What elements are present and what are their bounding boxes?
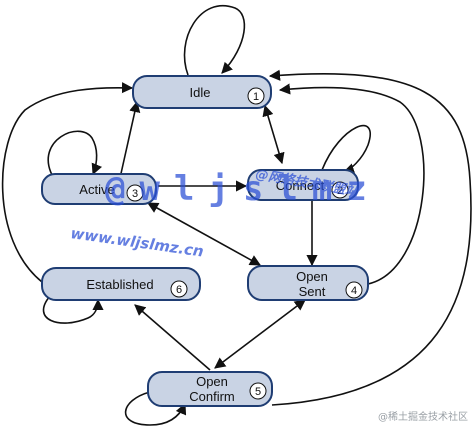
state-open-sent-box: [247, 265, 369, 301]
edge-established-to-idle: [1, 82, 134, 283]
state-connect: Connect 2: [247, 169, 359, 201]
state-established-box: [41, 267, 201, 301]
watermark-big: @wljslmz: [105, 169, 381, 209]
edge-opensent-to-idle: [278, 83, 425, 285]
state-active-number: 3: [132, 188, 138, 200]
edge-active-opensent: [147, 202, 261, 266]
edge-active-to-idle: [119, 100, 141, 179]
state-idle-number-circle: [247, 87, 265, 105]
state-connect-number-circle: [331, 181, 349, 199]
state-idle-label: Idle: [190, 85, 211, 100]
state-active-label: Active: [79, 182, 114, 197]
state-open-confirm-label-line2: Confirm: [189, 389, 235, 404]
watermark-corner: @稀土掘金技术社区: [378, 410, 468, 423]
state-established-number-circle: [170, 280, 188, 298]
state-connect-number: 2: [337, 185, 343, 197]
state-idle: Idle 1: [132, 75, 272, 109]
state-open-sent-number: 4: [351, 285, 357, 297]
state-established-number: 6: [176, 284, 182, 296]
state-open-confirm-number: 5: [255, 386, 261, 398]
state-active-number-circle: [126, 184, 144, 202]
state-open-confirm-number-circle: [249, 382, 267, 400]
state-open-sent-label-line1: Open: [296, 269, 328, 284]
state-active: Active 3: [41, 173, 157, 205]
edge-opensent-openconfirm: [214, 299, 306, 369]
edge-openconfirm-to-established: [134, 304, 211, 371]
watermarks: @wljslmz www.wljslmz.cn @网络技术联盟站: [69, 166, 381, 260]
state-connect-box: [247, 169, 359, 201]
state-open-sent-number-circle: [345, 281, 363, 299]
edge-idle-connect: [262, 104, 285, 165]
edge-openconfirm-self-loop: [124, 391, 187, 426]
state-idle-number: 1: [253, 91, 259, 103]
state-open-confirm-label-line1: Open: [196, 374, 228, 389]
state-idle-box: [132, 75, 272, 109]
edges: [1, 5, 472, 426]
state-connect-label: Connect: [276, 178, 325, 193]
state-established: Established 6: [41, 267, 201, 301]
state-open-sent: Open Sent 4: [247, 265, 369, 301]
edge-established-self-loop: [42, 295, 104, 324]
watermark-url: www.wljslmz.cn: [69, 224, 204, 260]
state-open-confirm: Open Confirm 5: [147, 371, 273, 407]
edge-connect-self-loop: [321, 125, 371, 175]
state-open-sent-label-line2: Sent: [299, 284, 326, 299]
state-open-confirm-box: [147, 371, 273, 407]
edge-openconfirm-to-idle: [268, 69, 472, 406]
edge-idle-self-loop: [183, 5, 246, 76]
edge-active-self-loop: [47, 130, 103, 176]
state-established-label: Established: [86, 277, 153, 292]
